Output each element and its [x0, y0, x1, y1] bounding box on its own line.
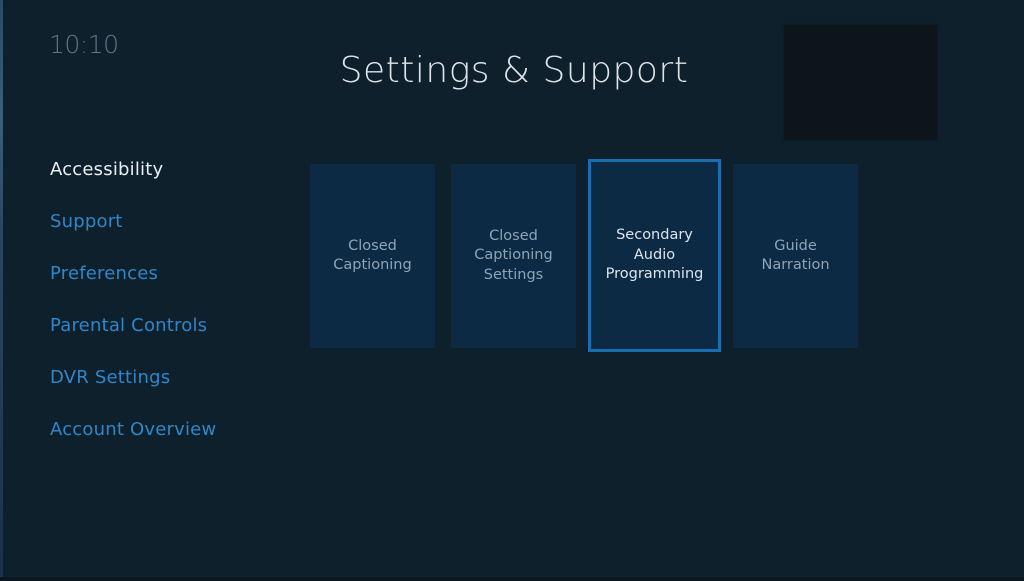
video-preview-window: [784, 25, 937, 140]
settings-sidebar: Accessibility Support Preferences Parent…: [50, 156, 216, 468]
sidebar-item-accessibility[interactable]: Accessibility: [50, 159, 164, 180]
left-edge-strip: [0, 0, 3, 577]
tile-label: Guide Narration: [761, 237, 830, 274]
tile-label: Closed Captioning: [333, 237, 412, 274]
sidebar-item-preferences[interactable]: Preferences: [50, 263, 159, 284]
page-title: Settings & Support: [0, 50, 1024, 91]
sidebar-item-account-overview[interactable]: Account Overview: [50, 419, 217, 440]
bottom-edge-strip: [0, 577, 1024, 581]
sidebar-item-support[interactable]: Support: [50, 211, 123, 232]
page-title-text: Settings & Support: [339, 50, 689, 91]
tile-label: Closed Captioning Settings: [474, 227, 553, 283]
tile-guide-narration[interactable]: Guide Narration: [733, 164, 858, 348]
sidebar-item-parental-controls[interactable]: Parental Controls: [50, 315, 208, 336]
sidebar-item-dvr-settings[interactable]: DVR Settings: [50, 367, 171, 388]
tile-secondary-audio-programming[interactable]: Secondary Audio Programming: [588, 159, 721, 352]
tile-label: Secondary Audio Programming: [605, 227, 704, 283]
clock: 10:10: [49, 30, 119, 59]
tile-closed-captioning-settings[interactable]: Closed Captioning Settings: [451, 164, 576, 348]
tile-closed-captioning[interactable]: Closed Captioning: [310, 164, 435, 348]
